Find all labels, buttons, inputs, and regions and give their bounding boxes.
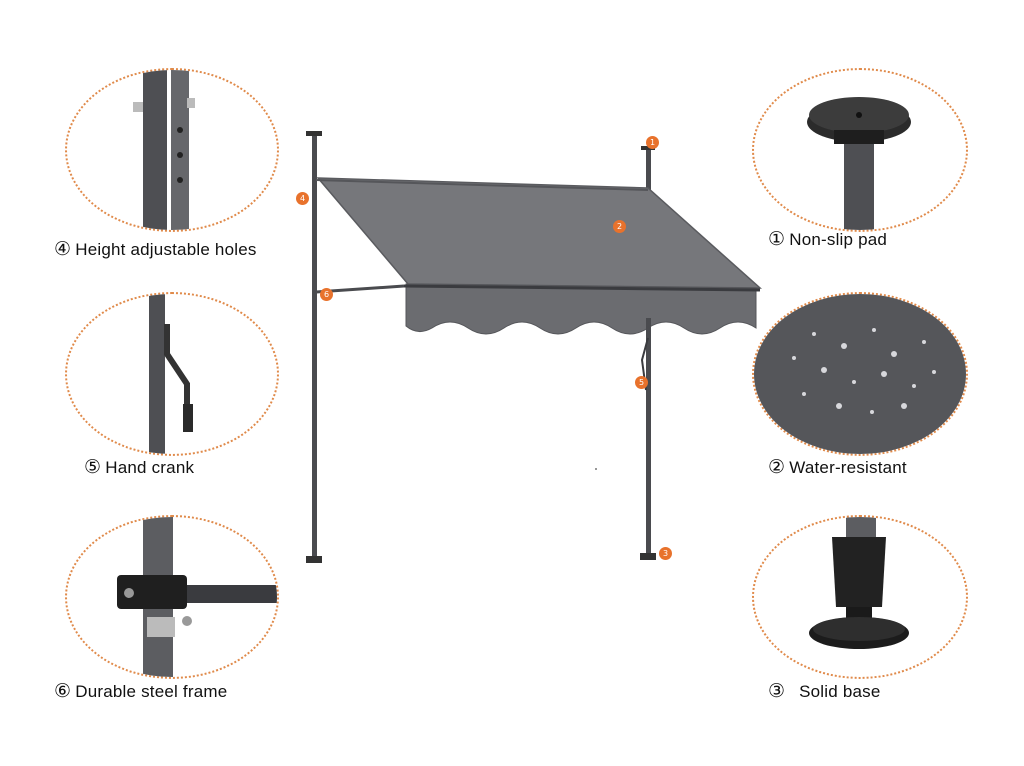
non-slip-pad-detail: [752, 68, 968, 232]
pole-holes-icon: [133, 70, 195, 230]
pad-icon: [807, 97, 911, 230]
marker-6: 6: [320, 288, 333, 301]
marker-4: 4: [296, 192, 309, 205]
base-icon: [809, 517, 909, 649]
hand-crank-detail: [65, 292, 279, 456]
crank-icon: [149, 294, 193, 454]
water-resistant-detail: [752, 292, 968, 456]
solid-base-detail: [752, 515, 968, 679]
steel-frame-detail: [65, 515, 279, 679]
water-droplets-icon: [754, 294, 966, 454]
frame-joint-icon: [117, 517, 277, 677]
marker-1: 1: [646, 136, 659, 149]
marker-3: 3: [659, 547, 672, 560]
label-solid-base: ③ Solid base: [768, 680, 881, 702]
marker-2: 2: [613, 220, 626, 233]
marker-5: 5: [635, 376, 648, 389]
height-holes-detail: [65, 68, 279, 232]
